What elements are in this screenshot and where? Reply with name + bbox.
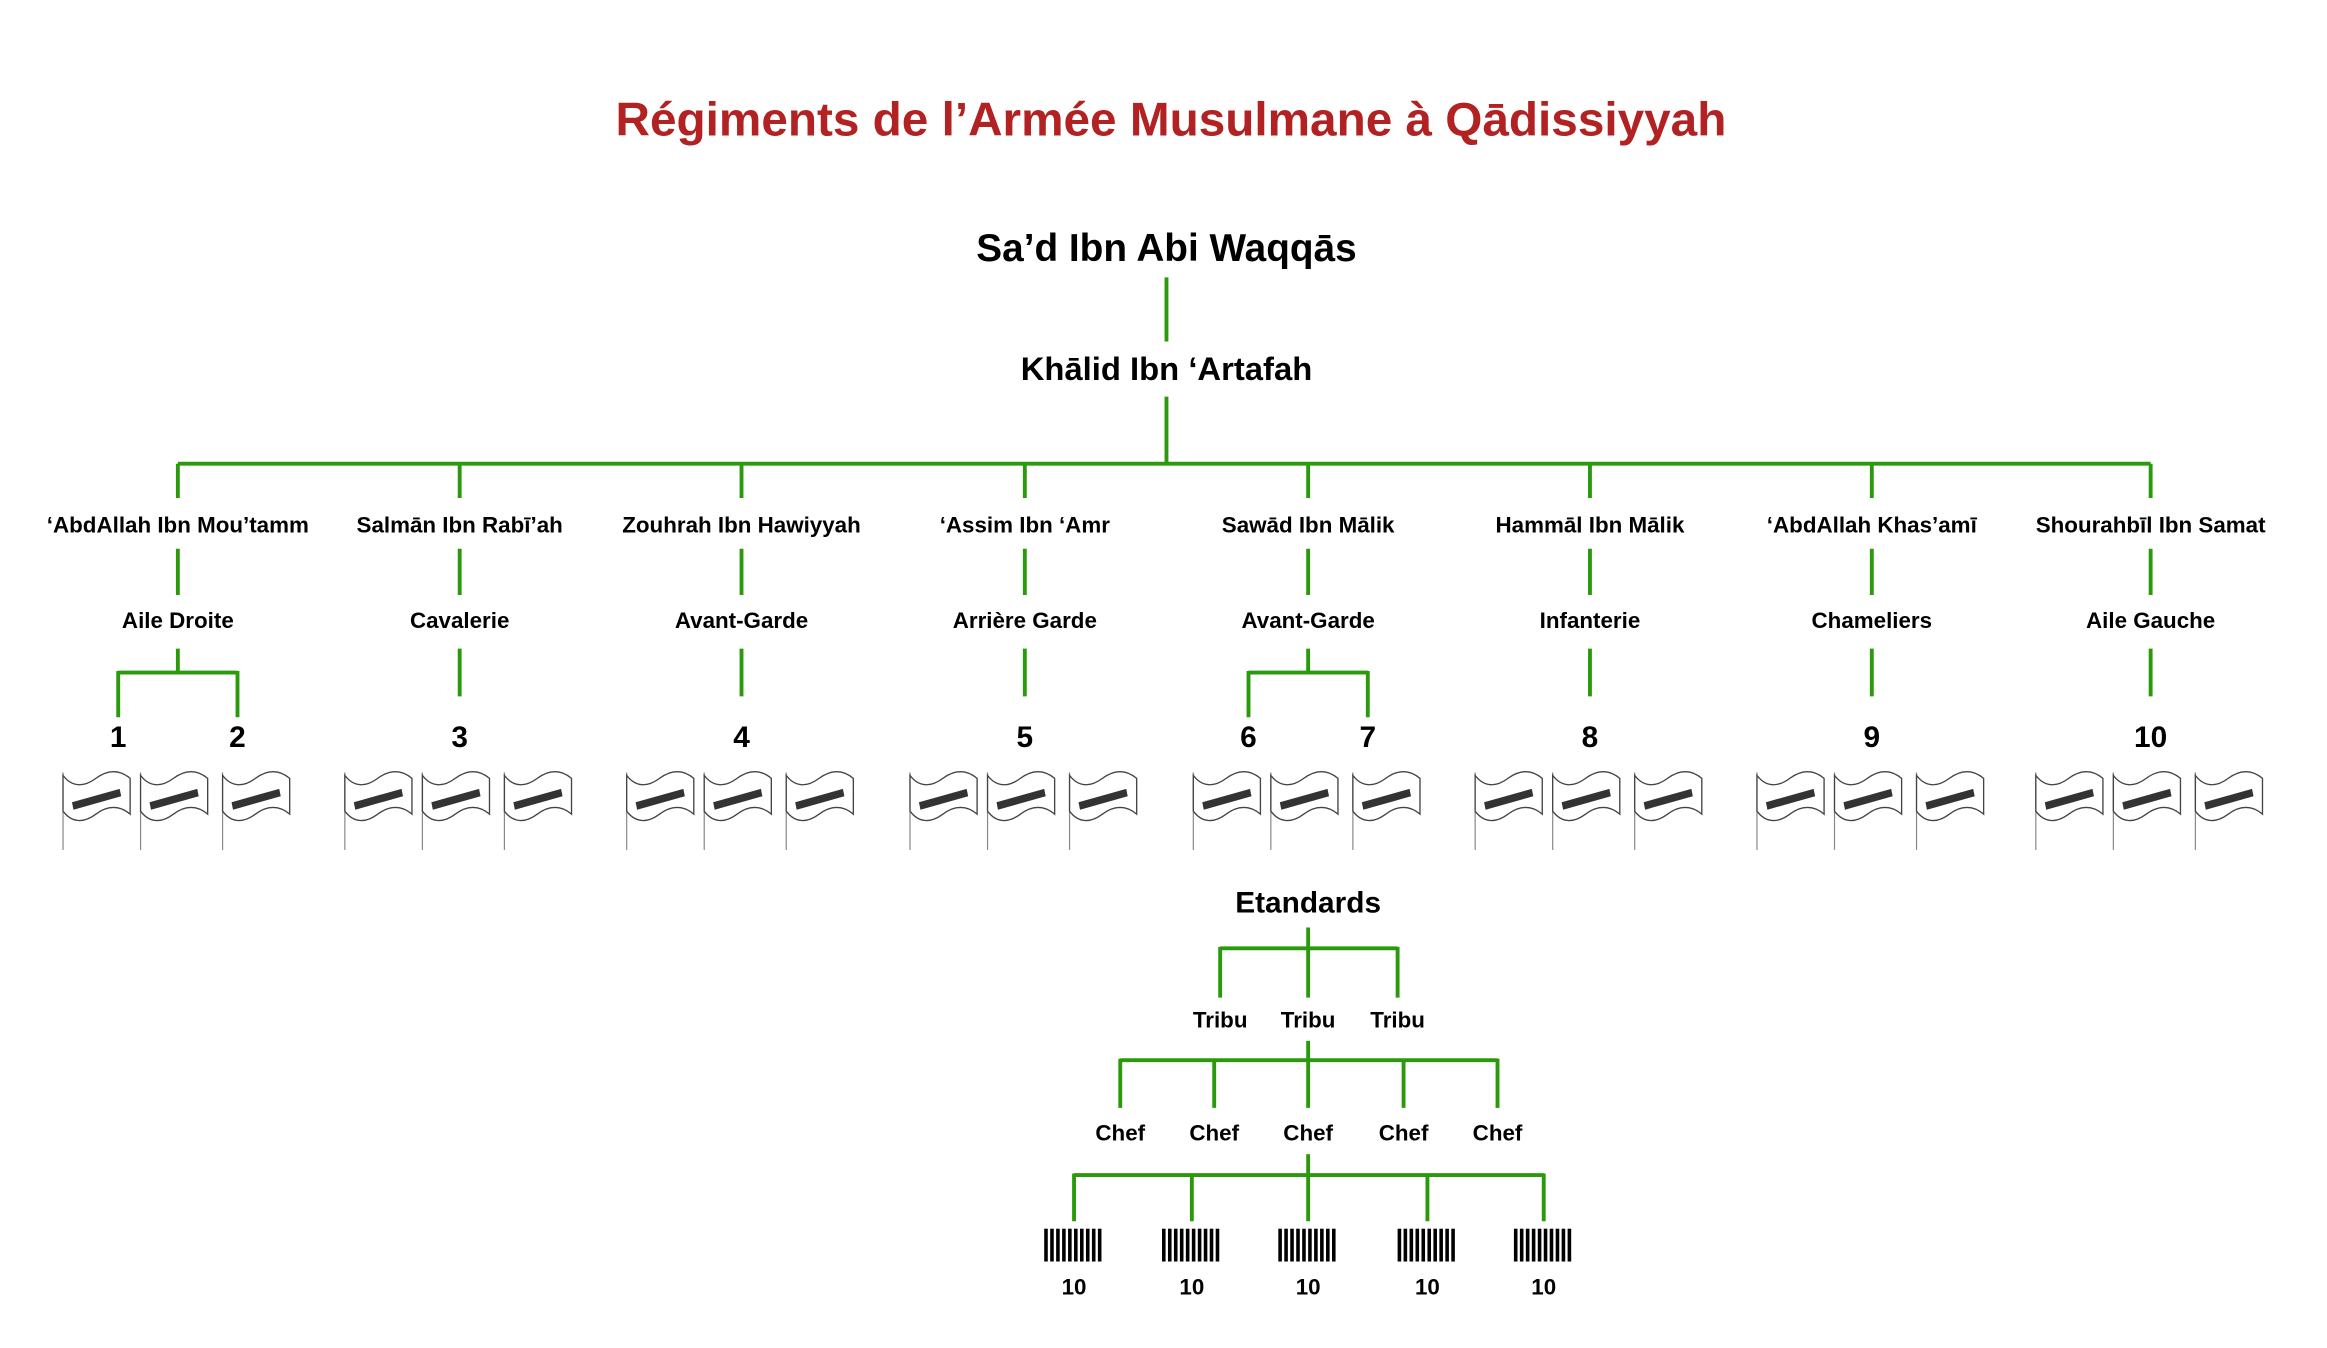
flag-icon	[785, 771, 855, 850]
regiment-number: 4	[733, 721, 750, 754]
flag-icon	[503, 771, 573, 850]
regiment-role: Avant-Garde	[1241, 608, 1374, 633]
flag-icon	[986, 771, 1056, 850]
flag-icon	[1352, 771, 1421, 850]
flag-icon	[1068, 771, 1138, 850]
chart-title: Régiments de l’Armée Musulmane à Qādissi…	[616, 94, 1727, 147]
flag-icon	[703, 771, 772, 850]
regiment-role: Aile Droite	[122, 608, 234, 633]
regiment-leader: ‘AbdAllah Ibn Mou’tamm	[47, 512, 309, 537]
regiment-role: Avant-Garde	[675, 608, 808, 633]
flag-icon	[1634, 771, 1703, 850]
soldiers-icon	[1044, 1228, 1102, 1262]
chief-label: Chef	[1095, 1121, 1145, 1146]
regiment-number: 10	[2134, 721, 2167, 754]
regiment-role: Arrière Garde	[953, 608, 1097, 633]
flag-icon	[421, 771, 491, 850]
group-count: 10	[1062, 1274, 1087, 1299]
flag-icon	[1552, 771, 1621, 850]
regiment-role: Chameliers	[1812, 608, 1933, 633]
commander-name: Sa’d Ibn Abi Waqqās	[976, 227, 1356, 270]
tribe-label: Tribu	[1370, 1007, 1425, 1032]
regiment-leader: Zouhrah Ibn Hawiyyah	[622, 512, 861, 537]
flag-icon	[626, 771, 695, 850]
group-count: 10	[1415, 1274, 1440, 1299]
regiment-number: 5	[1017, 721, 1034, 754]
chief-label: Chef	[1283, 1121, 1333, 1146]
soldiers-icon	[1162, 1228, 1220, 1262]
flag-icon	[1474, 771, 1543, 850]
regiment-leader: ‘Assim Ibn ‘Amr	[940, 512, 1111, 537]
regiment-role: Infanterie	[1540, 608, 1641, 633]
regiment-number: 2	[229, 721, 246, 754]
chief-label: Chef	[1473, 1121, 1523, 1146]
regiment-number: 3	[451, 721, 468, 754]
flag-icon	[1270, 771, 1339, 850]
flag-icon	[2112, 771, 2182, 850]
flag-icon	[1756, 771, 1825, 850]
chief-label: Chef	[1379, 1121, 1429, 1146]
regiment-leader: Shourahbīl Ibn Samat	[2036, 512, 2266, 537]
group-count: 10	[1179, 1274, 1204, 1299]
flag-icon	[2035, 771, 2104, 850]
regiment-leader: ‘AbdAllah Khas’amī	[1767, 512, 1978, 537]
chief-label: Chef	[1189, 1121, 1239, 1146]
regiment-role: Cavalerie	[410, 608, 509, 633]
flag-icon	[2194, 771, 2264, 850]
group-count: 10	[1296, 1274, 1321, 1299]
flag-icon	[221, 771, 291, 850]
soldiers-icon	[1513, 1228, 1572, 1262]
tribe-label: Tribu	[1193, 1007, 1248, 1032]
flag-icon	[139, 771, 209, 850]
regiment-leader: Salmān Ibn Rabī’ah	[357, 512, 563, 537]
standards-label: Etandards	[1235, 887, 1381, 920]
regiment-number: 6	[1240, 721, 1257, 754]
regiment-leader: Sawād Ibn Mālik	[1222, 512, 1395, 537]
group-count: 10	[1531, 1274, 1556, 1299]
regiment-number: 7	[1359, 721, 1376, 754]
regiment-leader: Hammāl Ibn Mālik	[1496, 512, 1685, 537]
flag-icon	[62, 771, 131, 850]
flag-icon	[1192, 771, 1262, 850]
tribe-label: Tribu	[1281, 1007, 1336, 1032]
soldiers-icon	[1278, 1228, 1336, 1262]
flag-icon	[909, 771, 978, 850]
regiment-number: 8	[1582, 721, 1599, 754]
regiment-role: Aile Gauche	[2086, 608, 2215, 633]
regiment-number: 1	[110, 721, 127, 754]
flag-icon	[344, 771, 413, 850]
flag-icon	[1915, 771, 1985, 850]
deputy-name: Khālid Ibn ‘Artafah	[1021, 350, 1313, 387]
flag-icon	[1833, 771, 1903, 850]
soldiers-icon	[1397, 1228, 1455, 1262]
regiment-number: 9	[1863, 721, 1880, 754]
